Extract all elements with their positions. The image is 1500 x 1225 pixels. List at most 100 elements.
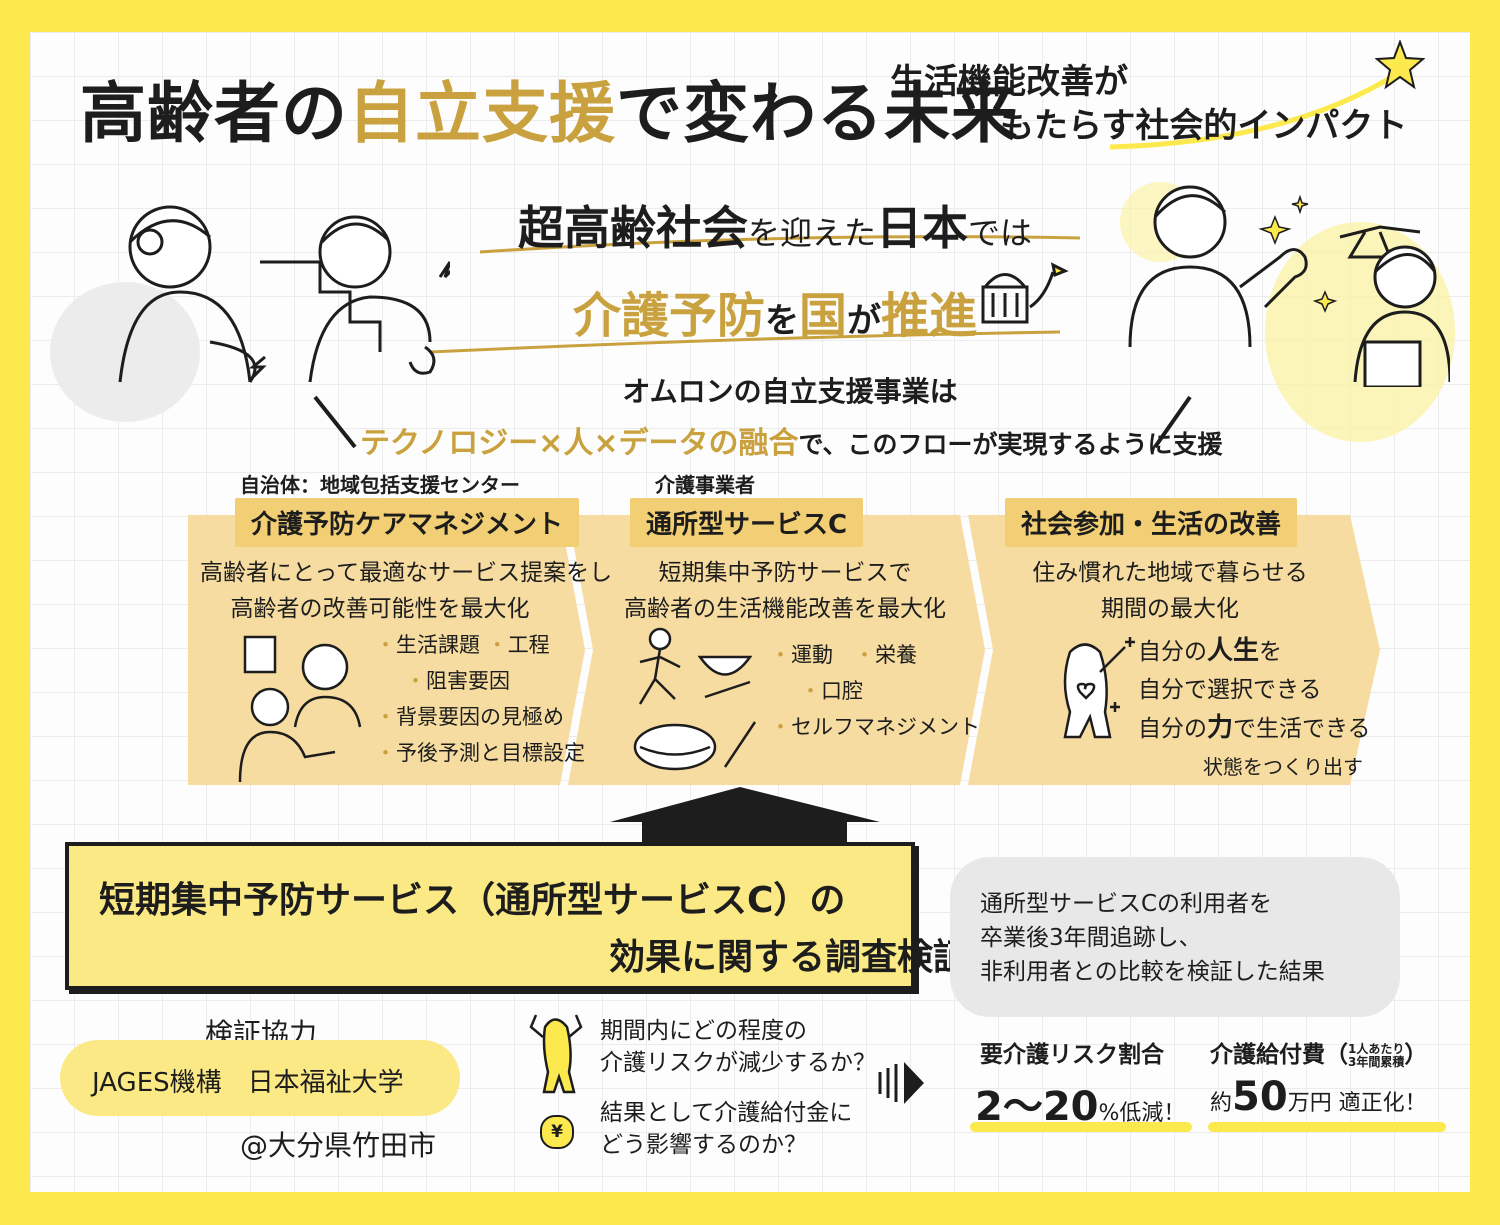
bubble-text: 通所型サービスCの利用者を 卒業後3年間追跡し、 非利用者との比較を検証した結果 <box>980 887 1325 989</box>
cost-suffix: 万円 適正化！ <box>1287 1091 1427 1116</box>
column-1-desc-1: 高齢者にとって最適なサービス提案をし <box>200 560 613 586</box>
headline-promote: 推進 <box>881 288 978 344</box>
omron-fusion: テクノロジー×人×データの融合 <box>360 426 799 461</box>
column-1-bullet-row-4: ・予後予測と目標設定 <box>375 741 585 765</box>
headline-japan: 日本 <box>876 201 968 255</box>
bullet-oral: 口腔 <box>821 679 863 703</box>
bubble-line-3: 非利用者との比較を検証した結果 <box>980 959 1325 985</box>
column-1-pill: 介護予防ケアマネジメント <box>235 498 580 547</box>
title-part-3: で変わる未来 <box>616 75 1018 152</box>
risk-label: 要介護リスク割合 <box>980 1042 1164 1068</box>
question-1-line-2: 介護リスクが減少するか？ <box>600 1050 876 1076</box>
star-icon <box>1375 40 1425 90</box>
cooperation-ellipse <box>60 1040 460 1116</box>
column-2-desc-1: 短期集中予防サービスで <box>658 560 912 586</box>
headline-then: では <box>968 214 1033 252</box>
column-3-desc-2: 期間の最大化 <box>1101 596 1239 622</box>
subtitle-line-1: 生活機能改善が <box>890 62 1128 102</box>
bubble-line-1: 通所型サービスCの利用者を <box>980 891 1273 917</box>
column-1-bullets: ・生活課題 ・工程 ・阻害要因 ・背景要因の見極め ・予後予測と目標設定 <box>375 627 585 771</box>
result-bubble: 通所型サービスCの利用者を 卒業後3年間追跡し、 非利用者との比較を検証した結果 <box>950 857 1400 1017</box>
question-1-line-1: 期間内にどの程度の <box>600 1018 807 1044</box>
cost-value: 50 <box>1232 1074 1288 1120</box>
column-3-life-3: 自分の力で生活できる <box>1138 709 1371 748</box>
study-line-2: 効果に関する調査検証 <box>609 937 970 978</box>
column-1-desc-2: 高齢者の改善可能性を最大化 <box>230 596 530 622</box>
headline-line-2: 介護予防を国が推進 <box>475 276 1075 346</box>
headline-country: 国 <box>798 288 847 344</box>
life-jibun-1: 自分の <box>1138 639 1207 665</box>
cost-underline <box>1208 1122 1446 1132</box>
headline-super-aged: 超高齢社会 <box>517 201 748 255</box>
risk-underline <box>970 1122 1192 1132</box>
life-wo: を <box>1259 639 1283 665</box>
life-jibun-2: 自分の <box>1138 716 1207 742</box>
column-3-pill: 社会参加・生活の改善 <box>1005 498 1298 547</box>
cost-note-1: 1人あたり <box>1348 1041 1405 1056</box>
bullet-self-management: セルフマネジメント <box>791 715 980 739</box>
omron-flow: で、このフローが実現するように支援 <box>798 430 1223 459</box>
bullet-process: 工程 <box>507 633 550 657</box>
question-2: 結果として介護給付金に どう影響するのか？ <box>600 1097 852 1161</box>
column-3-life-1: 自分の人生を <box>1138 632 1371 671</box>
headline: 超高齢社会を迎えた日本では 介護予防を国が推進 <box>475 192 1075 346</box>
omron-line-1: オムロンの自立支援事業は <box>622 375 958 408</box>
bullet-nutrition: 栄養 <box>875 643 917 667</box>
column-1-bullet-row-1: ・生活課題 ・工程 <box>375 633 550 657</box>
column-3-life-4: 状態をつくり出す <box>1203 755 1363 779</box>
title-part-highlight: 自立支援 <box>348 75 616 152</box>
column-1-top-label: 自治体：地域包括支援センター <box>240 473 520 497</box>
column-2-bullet-row-1: ・運動 ・栄養 <box>770 643 917 667</box>
column-2-bullet-row-2: ・口腔 <box>800 679 863 703</box>
column-2-desc-2: 高齢者の生活機能改善を最大化 <box>624 596 946 622</box>
government-building-icon <box>981 262 1069 324</box>
study-box: 短期集中予防サービス（通所型サービスC）の 効果に関する調査検証 <box>65 842 969 990</box>
yen-icon: ¥ <box>540 1115 574 1149</box>
headline-prevention: 介護予防 <box>572 288 765 344</box>
flexing-person-icon <box>529 1014 583 1094</box>
question-2-line-2: どう影響するのか？ <box>600 1132 807 1158</box>
bullet-background: 背景要因の見極め <box>396 705 564 729</box>
bullet-prognosis: 予後予測と目標設定 <box>396 741 585 765</box>
main-title: 高齢者の自立支援で変わる未来 <box>80 60 1018 156</box>
cost-prefix: 約 <box>1210 1091 1233 1116</box>
life-chikara: 力 <box>1207 713 1234 743</box>
care-consult-illustration <box>238 635 362 782</box>
headline-particle-ga: が <box>847 301 881 341</box>
column-2-bullet-row-3: ・セルフマネジメント <box>770 715 980 739</box>
title-part-1: 高齢者の <box>80 75 348 152</box>
happy-person-icon <box>1063 637 1135 739</box>
column-3-life-text: 自分の人生を 自分で選択できる 自分の力で生活できる 状態をつくり出す <box>1138 632 1371 786</box>
column-1-bullet-row-2: ・阻害要因 <box>405 669 510 693</box>
question-2-line-1: 結果として介護給付金に <box>600 1100 853 1126</box>
omron-line-2: テクノロジー×人×データの融合で、このフローが実現するように支援 <box>360 418 1223 462</box>
headline-particle-wo: を <box>764 301 799 341</box>
headline-welcomed: を迎えた <box>747 214 876 252</box>
life-jinsei: 人生 <box>1207 636 1260 666</box>
cooperation-orgs: JAGES機構 日本福祉大学 <box>92 1068 404 1098</box>
infographic-canvas: 高齢者の自立支援で変わる未来 生活機能改善が もたらす社会的インパクト <box>30 32 1470 1192</box>
exercise-food-oral-illustration <box>633 627 757 771</box>
headline-line-1: 超高齢社会を迎えた日本では <box>475 192 1075 258</box>
risk-suffix: %低減！ <box>1098 1101 1186 1126</box>
question-1: 期間内にどの程度の 介護リスクが減少するか？ <box>600 1015 876 1079</box>
column-2-top-label: 介護事業者 <box>655 473 755 497</box>
column-2-bullets: ・運動 ・栄養 ・口腔 ・セルフマネジメント <box>770 637 980 745</box>
cost-note-2: 3年間累積 <box>1348 1054 1405 1069</box>
life-seikatsu: で生活できる <box>1233 716 1371 742</box>
bullet-exercise: 運動 <box>791 643 833 667</box>
cooperation-location: @大分県竹田市 <box>240 1129 437 1162</box>
column-2-pill: 通所型サービスC <box>630 498 864 547</box>
subtitle: 生活機能改善が もたらす社会的インパクト <box>890 60 1407 148</box>
omron-statement: オムロンの自立支援事業は テクノロジー×人×データの融合で、このフローが実現する… <box>360 370 1223 462</box>
cost-label: 介護給付費（ <box>1210 1042 1348 1068</box>
column-2-desc: 短期集中予防サービスで 高齢者の生活機能改善を最大化 <box>595 555 975 627</box>
bullet-life-issue: 生活課題 <box>396 633 480 657</box>
column-1-desc: 高齢者にとって最適なサービス提案をし 高齢者の改善可能性を最大化 <box>200 555 613 627</box>
bullet-obstacle: 阻害要因 <box>426 669 510 693</box>
column-3-life-2: 自分で選択できる <box>1138 677 1322 703</box>
column-3-desc: 住み慣れた地域で暮らせる 期間の最大化 <box>990 555 1350 627</box>
subtitle-line-2: もたらす社会的インパクト <box>1000 106 1408 146</box>
